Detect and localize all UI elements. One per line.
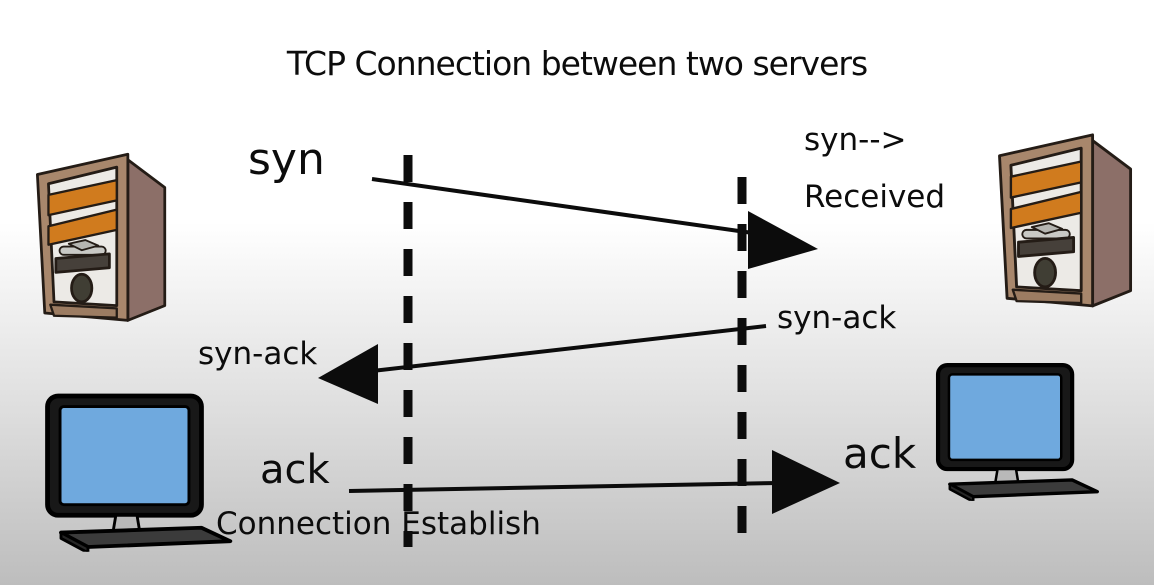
syn-ack-arrowhead-icon xyxy=(318,344,378,404)
server-tower-icon xyxy=(990,114,1142,322)
syn-label: syn xyxy=(248,134,325,185)
ack-left-label: ack xyxy=(260,447,330,493)
syn-received-label: syn--> Received xyxy=(804,112,945,227)
diagram-title: TCP Connection between two servers xyxy=(286,44,868,83)
syn-ack-arrow xyxy=(318,324,767,404)
syn-ack-right-label: syn-ack xyxy=(777,300,897,336)
syn-received-line1: syn--> xyxy=(804,122,907,158)
server-tower-icon xyxy=(22,145,182,325)
connection-establish-label: Connection Establish xyxy=(216,506,541,542)
ack-arrowhead-icon xyxy=(772,450,840,514)
ack-arrow xyxy=(348,450,840,514)
syn-arrowhead-icon xyxy=(748,211,818,269)
monitor-icon xyxy=(928,360,1104,501)
syn-received-line2: Received xyxy=(804,179,946,216)
monitor-icon xyxy=(36,390,238,552)
ack-right-label: ack xyxy=(843,429,917,478)
syn-arrow xyxy=(371,177,818,269)
syn-ack-left-label: syn-ack xyxy=(198,336,318,372)
